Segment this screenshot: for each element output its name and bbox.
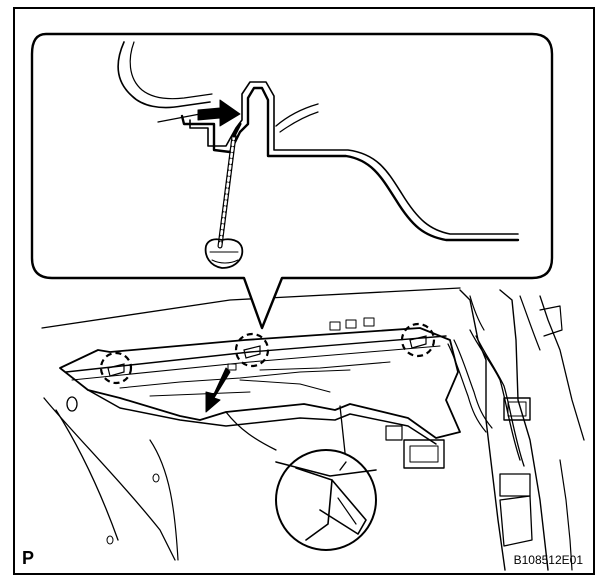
connector-upper-right bbox=[503, 397, 531, 421]
push-direction-arrow-icon bbox=[197, 99, 241, 127]
harness-bracket-right bbox=[499, 289, 549, 571]
view-label: P bbox=[22, 548, 34, 568]
magnifier-circle bbox=[275, 449, 377, 551]
magnified-clip-tab bbox=[319, 479, 367, 535]
clip-right bbox=[409, 335, 427, 349]
screwdriver-shaft-pattern bbox=[218, 134, 236, 248]
wire-harness-4 bbox=[453, 339, 493, 429]
background-cable bbox=[117, 41, 211, 109]
panel-detail-2 bbox=[149, 391, 251, 397]
screwdriver-handle bbox=[204, 238, 244, 269]
callout-bubble bbox=[30, 32, 554, 330]
clip-marker-right bbox=[400, 322, 436, 358]
outer-border bbox=[13, 7, 595, 575]
magnified-clip-detail bbox=[275, 449, 377, 551]
panel-top-rail bbox=[65, 335, 447, 373]
harness-outer bbox=[539, 295, 585, 441]
wire-harness-3 bbox=[447, 343, 487, 433]
magnifier-lead-2 bbox=[339, 405, 347, 463]
panel-boss-1 bbox=[227, 363, 237, 371]
magnified-panel-edge bbox=[275, 461, 377, 477]
left-trim-curve bbox=[43, 397, 176, 561]
bracket-right-lower bbox=[499, 495, 533, 547]
screwdriver-handle-band-2 bbox=[211, 259, 239, 264]
panel-lower-skirt bbox=[87, 389, 437, 445]
panel-boss-3 bbox=[345, 319, 357, 329]
panel-detail-1 bbox=[119, 369, 351, 389]
magnified-clip-line bbox=[337, 497, 357, 525]
lower-bump-1 bbox=[152, 473, 160, 483]
dash-upper-edge bbox=[41, 287, 461, 329]
lower-bump-2 bbox=[106, 535, 114, 545]
harness-bracket-left bbox=[459, 289, 506, 571]
lower-finish-panel bbox=[59, 327, 461, 439]
background-cable-inner bbox=[129, 41, 213, 100]
clip-edge-line bbox=[275, 103, 319, 127]
wire-harness-1 bbox=[469, 329, 521, 461]
panel-profile-inner bbox=[189, 81, 519, 235]
panel-boss-2 bbox=[329, 321, 341, 331]
connector-small bbox=[385, 425, 403, 441]
clip-left bbox=[107, 363, 125, 377]
bracket-right-upper bbox=[539, 305, 563, 337]
dashboard-panel-view bbox=[41, 287, 585, 571]
connector-lower bbox=[403, 439, 445, 469]
panel-boss-4 bbox=[363, 317, 375, 327]
connector-lower-inner bbox=[409, 445, 439, 463]
left-trim-inner bbox=[55, 409, 119, 541]
panel-profile-outer bbox=[180, 86, 520, 242]
callout-detail bbox=[117, 41, 520, 269]
panel-top-rail-2 bbox=[71, 345, 441, 381]
magnified-clip-body bbox=[295, 467, 333, 541]
clip-edge-line-2 bbox=[279, 111, 319, 133]
wire-harness-2 bbox=[475, 335, 525, 467]
panel-detail-4 bbox=[259, 361, 391, 371]
magnified-lead bbox=[339, 461, 347, 471]
clip-markers bbox=[99, 322, 436, 385]
background-line bbox=[157, 113, 201, 123]
clip-marker-center bbox=[234, 332, 270, 368]
harness-top-2 bbox=[519, 295, 541, 351]
screwdriver-tip bbox=[232, 122, 242, 138]
figure-id: B108512E01 bbox=[514, 553, 584, 567]
left-knob bbox=[66, 396, 78, 412]
connector-upper-right-inner bbox=[507, 401, 527, 417]
clip-marker-left bbox=[99, 351, 133, 385]
clip-details bbox=[107, 335, 427, 377]
magnifier-lead-1 bbox=[225, 411, 277, 451]
panel-detail-3 bbox=[239, 379, 331, 393]
clip-center bbox=[243, 345, 261, 359]
harness-far-right bbox=[559, 459, 573, 571]
connector-right-mid bbox=[499, 473, 531, 497]
left-panel-edge bbox=[149, 439, 179, 561]
pull-direction-arrow-icon bbox=[205, 367, 231, 413]
harness-top bbox=[469, 295, 485, 331]
